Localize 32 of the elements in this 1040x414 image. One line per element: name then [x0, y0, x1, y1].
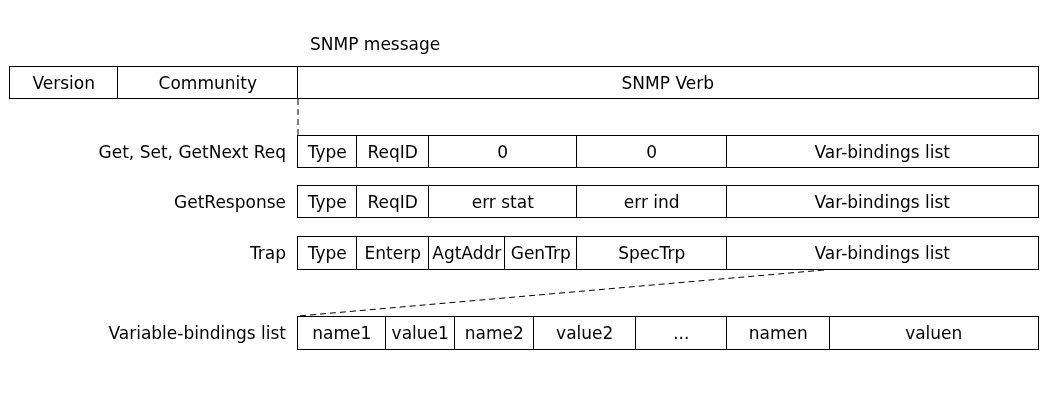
field-cell: Type [297, 185, 358, 218]
field-cell: Version [9, 66, 119, 99]
field-cell: err ind [576, 185, 728, 218]
row-label: Variable-bindings list [108, 323, 286, 343]
field-cell: 0 [428, 135, 578, 168]
field-cell: ... [635, 316, 728, 350]
field-cell: Type [297, 236, 358, 270]
row-label: Trap [249, 243, 286, 263]
field-cell: value2 [533, 316, 637, 350]
field-cell: Var-bindings list [726, 236, 1039, 270]
field-cell: namen [726, 316, 831, 350]
field-cell: SpecTrp [576, 236, 728, 270]
field-cell: SNMP Verb [297, 66, 1039, 99]
diagram-title: SNMP message [310, 34, 441, 54]
field-cell: 0 [576, 135, 728, 168]
expansion-line [297, 98, 299, 136]
field-cell: Var-bindings list [726, 135, 1039, 168]
field-cell: valuen [829, 316, 1039, 350]
field-cell: AgtAddr [428, 236, 506, 270]
field-cell: Type [297, 135, 358, 168]
field-cell: ReqID [356, 185, 430, 218]
field-cell: name1 [297, 316, 387, 350]
field-cell: Var-bindings list [726, 185, 1039, 218]
row-label: Get, Set, GetNext Req [98, 141, 286, 162]
field-cell: Enterp [356, 236, 430, 270]
field-cell: err stat [428, 185, 578, 218]
field-cell: value1 [385, 316, 456, 350]
field-cell: Community [117, 66, 299, 99]
field-cell: GenTrp [504, 236, 578, 270]
field-cell: ReqID [356, 135, 430, 168]
field-cell: name2 [454, 316, 535, 350]
row-label: GetResponse [174, 191, 286, 212]
